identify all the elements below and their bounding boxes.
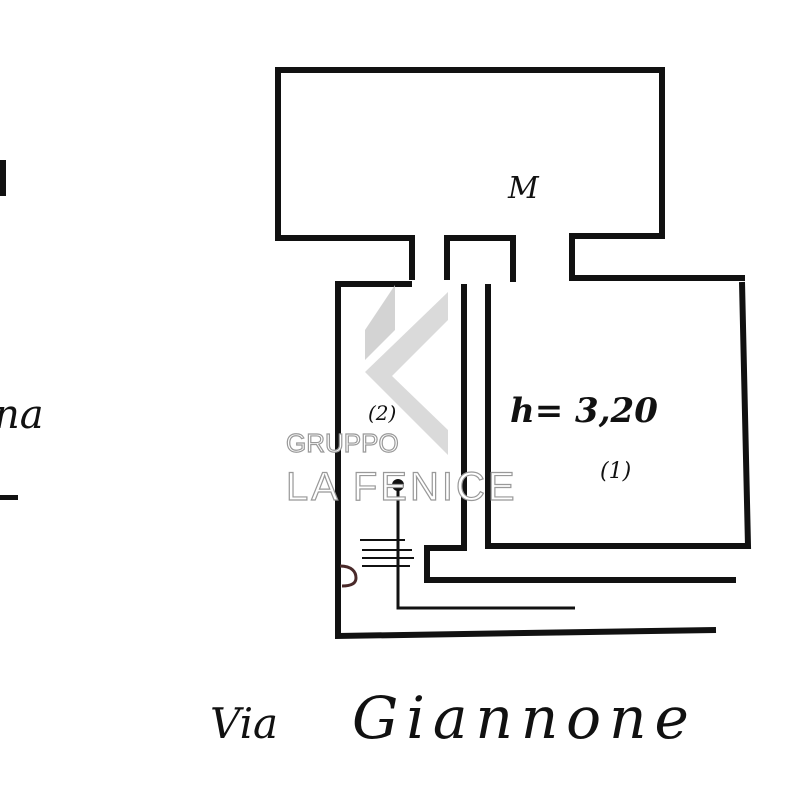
watermark-line1: GRUPPO (286, 428, 399, 458)
left-room-walls (335, 281, 717, 640)
top-room-walls (275, 67, 745, 281)
margin-mark (0, 495, 18, 500)
watermark-line2: LA FENICE (286, 465, 518, 509)
door-mark (339, 564, 358, 588)
entry-dot (392, 479, 404, 491)
street-prefix: Via (210, 699, 278, 748)
street-name: Giannone (352, 684, 697, 752)
room-2-marker: (2) (368, 401, 396, 425)
top-room-label: M (507, 171, 540, 206)
walls (275, 67, 752, 640)
entry-line (396, 490, 575, 610)
left-margin-fragment: na (0, 392, 44, 438)
corridor-column (444, 235, 516, 282)
margin-mark (0, 160, 6, 196)
height-note: h= 3,20 (510, 391, 658, 431)
right-room-walls (485, 281, 752, 549)
room-1-marker: (1) (600, 459, 631, 484)
left-room-inner-wall (424, 284, 736, 583)
stair-lines (360, 539, 414, 567)
watermark-logo-icon (365, 285, 448, 455)
